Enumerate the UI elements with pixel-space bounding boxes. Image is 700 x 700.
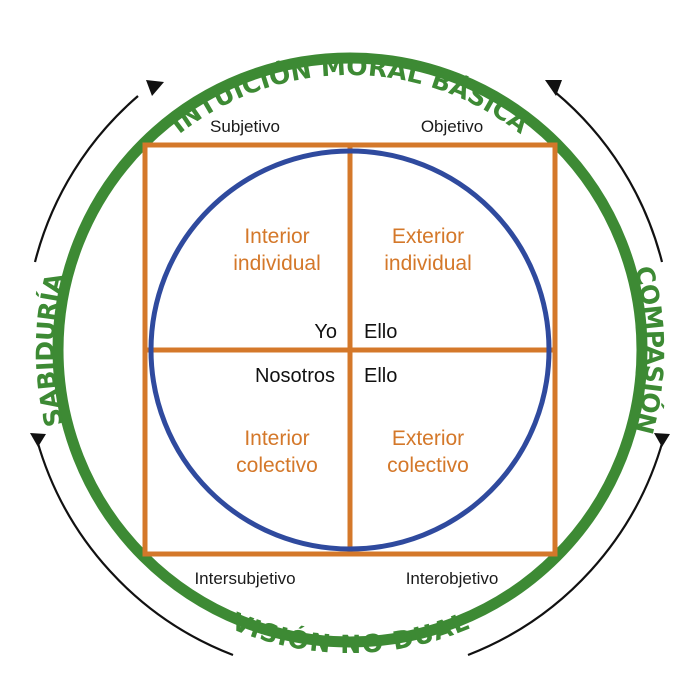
label-bottom-vision: VISIÓN NO DUAL — [228, 607, 473, 659]
arrowhead-icon — [146, 80, 164, 96]
outer-arrows — [33, 91, 665, 657]
quadrant-lr-line2: colectivo — [387, 454, 469, 477]
arrow-arc-lower-left — [35, 439, 234, 657]
label-right-compasion: COMPASIÓN — [629, 263, 669, 437]
arrowhead-icon — [654, 433, 670, 447]
quadrant-ul-line2: individual — [233, 252, 321, 275]
quadrant-ur-line1: Exterior — [392, 225, 464, 248]
label-objetivo: Objetivo — [421, 117, 483, 136]
label-intersubjetivo: Intersubjetivo — [194, 569, 295, 588]
outer-ring — [52, 52, 648, 648]
pronoun-yo: Yo — [314, 321, 337, 343]
pronoun-nosotros: Nosotros — [255, 365, 335, 387]
quadrant-ll-line2: colectivo — [236, 454, 318, 477]
arrow-arc-upper-right — [554, 91, 664, 263]
label-left-sabiduria: SABIDURÍA — [31, 270, 69, 430]
label-interobjetivo: Interobjetivo — [406, 569, 499, 588]
quadrant-ul-line1: Interior — [244, 225, 309, 248]
quadrant-lr-line1: Exterior — [392, 427, 464, 450]
arrowhead-icon — [545, 80, 562, 96]
quadrant-ur-line2: individual — [384, 252, 472, 275]
arrowheads — [30, 80, 670, 447]
inner-circle — [148, 148, 552, 552]
arrow-arc-upper-left — [33, 95, 139, 263]
pronoun-ello-upper: Ello — [364, 321, 397, 343]
arrow-arc-lower-right — [467, 439, 665, 657]
label-subjetivo: Subjetivo — [210, 117, 280, 136]
pronoun-ello-lower: Ello — [364, 365, 397, 387]
quadrant-ll-line1: Interior — [244, 427, 309, 450]
arrowhead-icon — [30, 433, 46, 447]
